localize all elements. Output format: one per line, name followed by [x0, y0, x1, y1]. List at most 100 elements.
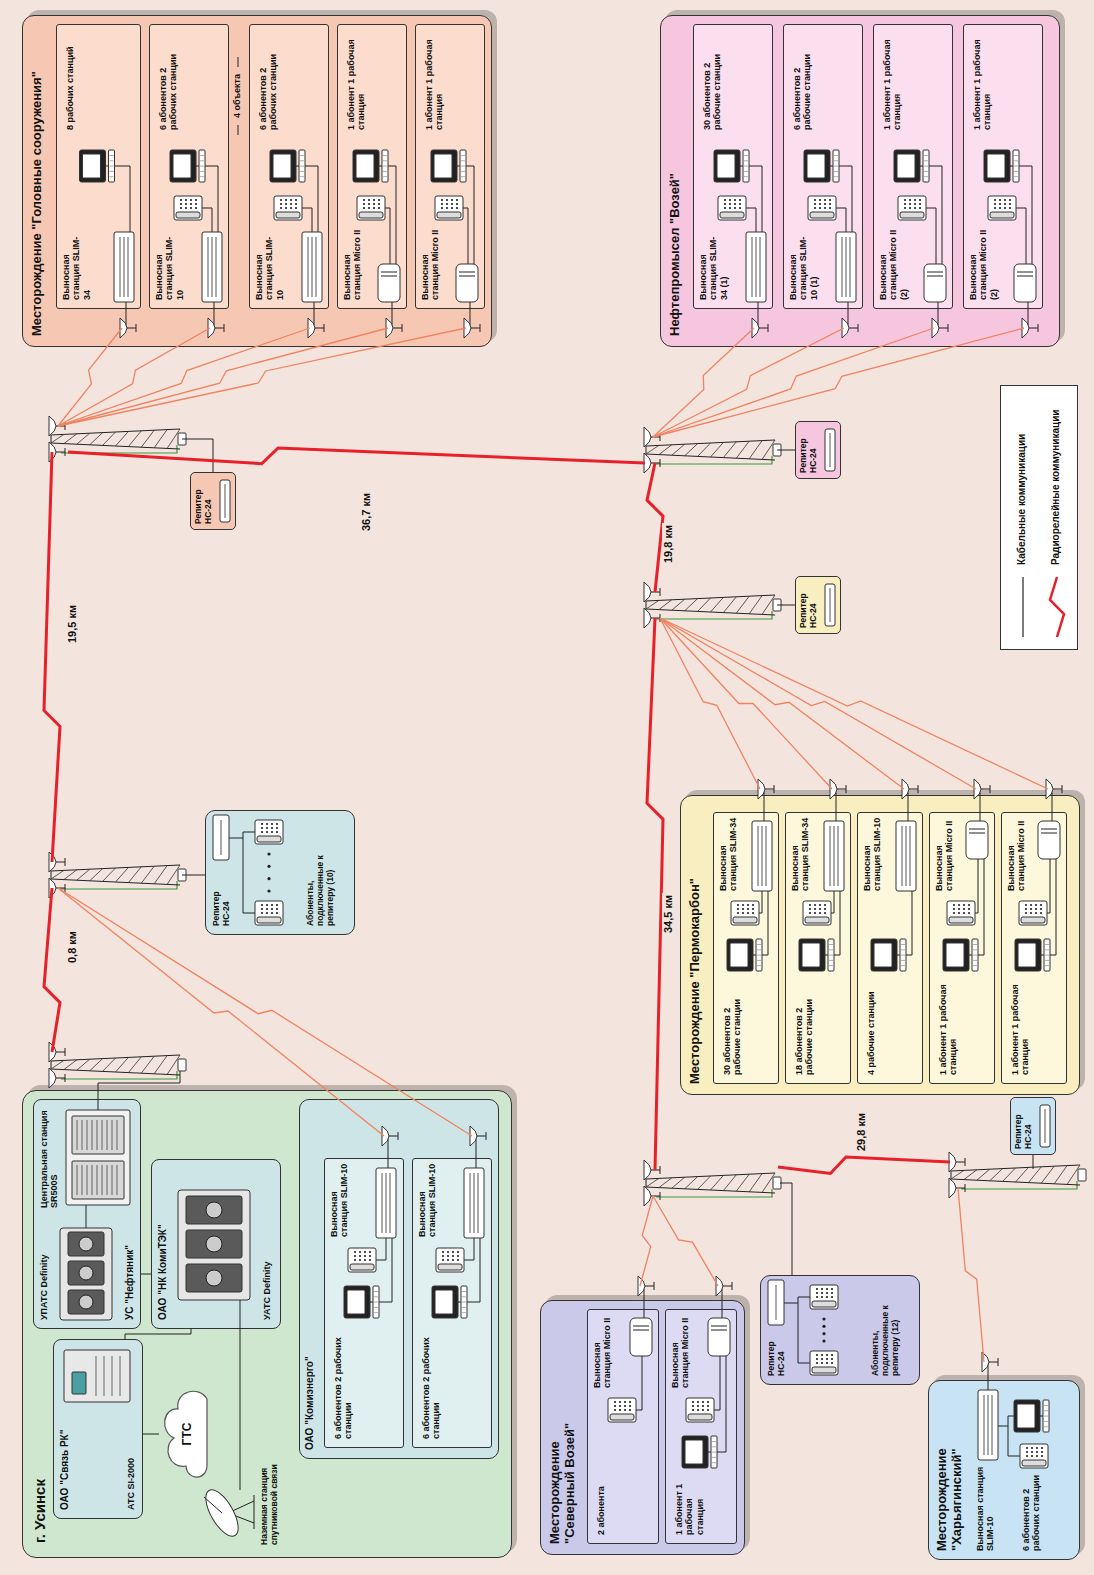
monitor — [432, 1286, 458, 1318]
tower-brace — [749, 596, 762, 614]
dish-mount — [56, 452, 65, 453]
telephone — [810, 1285, 838, 1309]
cable — [798, 1297, 810, 1303]
keyboard — [461, 1286, 467, 1318]
telephone-key — [447, 1259, 449, 1261]
keyboard-key — [110, 160, 114, 161]
keyboard-key — [924, 160, 928, 161]
keyboard-key — [383, 176, 387, 177]
telephone-key — [378, 199, 380, 201]
node-text: 6 абонентов 2 рабочие станции — [792, 31, 813, 130]
telephone-key — [1030, 908, 1032, 910]
telephone-key — [958, 912, 960, 914]
cable — [636, 1356, 642, 1410]
keyboard-key — [374, 1291, 378, 1292]
tower-brace — [659, 1178, 672, 1188]
station-detail — [850, 237, 851, 297]
dish-mount — [998, 1358, 999, 1366]
telephone-key — [824, 912, 826, 914]
monitor-screen — [987, 154, 1005, 178]
monitor — [80, 150, 106, 182]
monitor — [804, 150, 830, 182]
tower-brace — [659, 445, 672, 455]
dish-mount — [990, 785, 991, 793]
station-detail — [830, 826, 831, 886]
telephone-key — [1026, 1447, 1028, 1449]
radio-channel — [958, 1188, 984, 1362]
rack-grille — [97, 1120, 98, 1150]
telephone-key — [707, 1401, 709, 1403]
telephone-handset — [437, 212, 461, 218]
telephone-key — [290, 207, 292, 209]
keyboard-key — [200, 176, 204, 177]
telephone-key — [271, 912, 273, 914]
keyboard-key — [834, 155, 838, 156]
rack-grille — [107, 1120, 108, 1150]
dish-mount — [1029, 328, 1038, 329]
telephone-handset — [257, 917, 281, 923]
telephone-key — [1041, 1447, 1043, 1449]
radio-link — [647, 463, 663, 592]
telephone-key — [737, 904, 739, 906]
telephone-key — [824, 203, 826, 205]
region-title: Месторождение "Северный Возей" — [548, 1374, 578, 1544]
region-title: Нефтепромысел "Возей" — [668, 24, 683, 336]
telephone-handset — [900, 212, 924, 218]
cable — [1008, 1416, 1014, 1426]
telephone — [1019, 901, 1047, 925]
dish-mount — [654, 1282, 655, 1290]
keyboard — [109, 150, 115, 182]
telephone-key — [702, 1401, 704, 1403]
repeater-unit — [213, 815, 229, 860]
telephone-key — [826, 1354, 828, 1356]
tower-leg — [51, 871, 52, 879]
tower-brace — [128, 1057, 141, 1073]
telephone-key — [707, 1405, 709, 1407]
telephone-key — [829, 203, 831, 205]
telephone-key — [1004, 203, 1006, 205]
telephone-key — [280, 203, 282, 205]
monitor — [714, 150, 740, 182]
keyboard — [373, 1286, 379, 1318]
dish-mount — [989, 1362, 998, 1363]
repeater-unit — [1040, 1105, 1050, 1147]
repeater-unit — [825, 584, 835, 626]
node-text: 2 абонента — [596, 1472, 606, 1535]
radio-dish — [49, 1068, 56, 1088]
telephone-key — [354, 1259, 356, 1261]
station-detail — [1017, 272, 1033, 273]
telephone-key — [629, 1409, 631, 1411]
dish-mount — [480, 324, 481, 332]
station-detail — [308, 237, 309, 297]
station-detail — [124, 237, 125, 297]
dish-mount — [660, 588, 661, 596]
node-text: Выносная станция Micro II — [592, 1312, 613, 1388]
tower-leg — [51, 435, 52, 443]
keyboard-key — [383, 160, 387, 161]
telephone-key — [737, 908, 739, 910]
keyboard-key — [110, 171, 114, 172]
monitor — [170, 150, 196, 182]
telephone-key — [369, 1259, 371, 1261]
telephone-key — [261, 831, 263, 833]
telephone-key — [266, 827, 268, 829]
tower-brace — [951, 1170, 964, 1179]
telephone-key — [819, 908, 821, 910]
rack-grille — [82, 1120, 83, 1150]
telephone-key — [280, 207, 282, 209]
telephone-handset — [805, 917, 829, 923]
micro-station — [966, 821, 988, 859]
radio-channel — [58, 328, 388, 426]
telephone-key — [831, 1358, 833, 1360]
keyboard-key — [712, 1462, 716, 1463]
telephone-key — [266, 912, 268, 914]
keyboard — [828, 939, 834, 971]
cable — [978, 859, 984, 955]
pbx-knob — [206, 1202, 222, 1218]
telephone-key — [904, 207, 906, 209]
telephone-key — [729, 207, 731, 209]
tower-leg — [646, 601, 647, 609]
telephone-key — [447, 1251, 449, 1253]
cable — [388, 166, 396, 264]
telephone-key — [914, 207, 916, 209]
